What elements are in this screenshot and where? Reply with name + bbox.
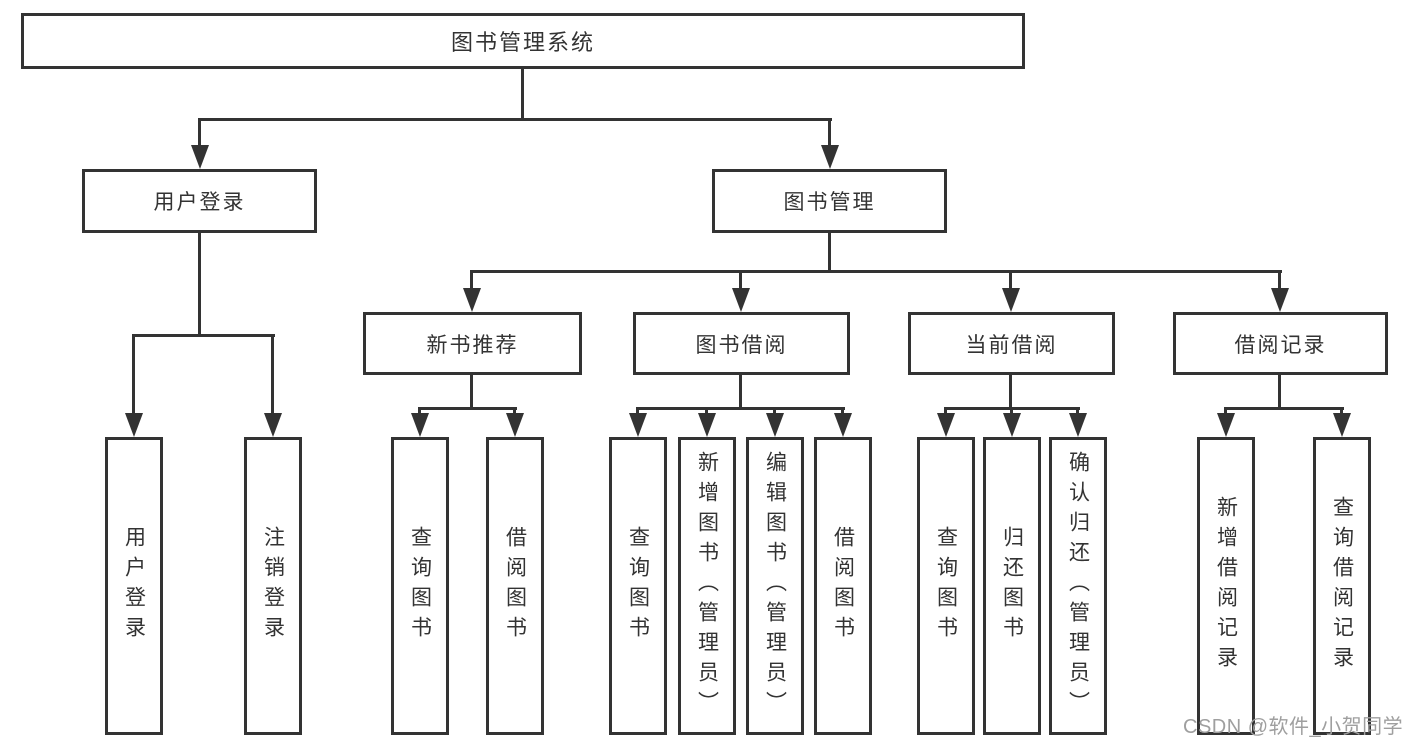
connector-currentborrow-drop-3: [1076, 407, 1079, 417]
leaf-current-confirm-return-admin-label: 确认归还（管理员）: [1066, 451, 1090, 721]
connector-bookmgmt-stem: [828, 233, 831, 272]
connector-borrowrecord-drop-1: [1224, 407, 1227, 417]
leaf-newbook-query-books-label: 查询图书: [408, 526, 432, 646]
leaf-user-login: 用户登录: [105, 437, 163, 735]
leaf-borrow-query-books: 查询图书: [609, 437, 667, 735]
connector-bookborrow-drop-4: [841, 407, 844, 417]
node-new-book-recommend: 新书推荐: [363, 312, 582, 375]
connector-borrowrecord-rail: [1224, 407, 1344, 410]
arrow-down-icon: [629, 413, 647, 437]
leaf-borrow-borrow-books-label: 借阅图书: [831, 526, 855, 646]
arrow-down-icon: [821, 145, 839, 169]
leaf-borrow-query-books-label: 查询图书: [626, 526, 650, 646]
leaf-record-query-borrow-record: 查询借阅记录: [1313, 437, 1371, 735]
node-book-management-label: 图书管理: [783, 191, 876, 214]
connector-bookborrow-stem: [739, 375, 742, 409]
connector-bookborrow-drop-2: [705, 407, 708, 417]
leaf-borrow-add-books-admin: 新增图书（管理员）: [678, 437, 736, 735]
connector-bookborrow-drop-1: [636, 407, 639, 417]
node-borrow-record: 借阅记录: [1173, 312, 1388, 375]
node-book-borrow: 图书借阅: [633, 312, 850, 375]
node-root-label: 图书管理系统: [450, 30, 595, 55]
connector-root-drop-left: [198, 118, 201, 150]
node-new-book-recommend-label: 新书推荐: [426, 333, 519, 357]
connector-bookmgmt-drop-4: [1278, 270, 1281, 290]
arrow-down-icon: [125, 413, 143, 437]
leaf-newbook-query-books: 查询图书: [391, 437, 449, 735]
connector-currentborrow-stem: [1009, 375, 1012, 409]
leaf-logout: 注销登录: [244, 437, 302, 735]
connector-userlogin-stem: [198, 233, 201, 336]
node-current-borrow: 当前借阅: [908, 312, 1115, 375]
arrow-down-icon: [834, 413, 852, 437]
node-user-login-label: 用户登录: [153, 191, 246, 214]
connector-newbook-drop-2: [513, 407, 516, 417]
leaf-borrow-edit-books-admin-label: 编辑图书（管理员）: [763, 451, 787, 721]
arrow-down-icon: [1002, 288, 1020, 312]
connector-bookmgmt-rail: [470, 270, 1282, 273]
node-user-login: 用户登录: [82, 169, 317, 233]
arrow-down-icon: [1069, 413, 1087, 437]
connector-root-drop-right: [828, 118, 831, 150]
leaf-borrow-edit-books-admin: 编辑图书（管理员）: [746, 437, 804, 735]
leaf-record-add-borrow-record: 新增借阅记录: [1197, 437, 1255, 735]
leaf-current-return-books-label: 归还图书: [1000, 526, 1024, 646]
arrow-down-icon: [1217, 413, 1235, 437]
connector-currentborrow-drop-2: [1010, 407, 1013, 417]
leaf-record-add-borrow-record-label: 新增借阅记录: [1214, 496, 1238, 676]
connector-borrowrecord-drop-2: [1340, 407, 1343, 417]
connector-userlogin-drop-1: [132, 334, 135, 415]
connector-root-stem: [521, 69, 524, 119]
connector-newbook-stem: [470, 375, 473, 409]
connector-userlogin-drop-2: [271, 334, 274, 415]
connector-bookmgmt-drop-2: [739, 270, 742, 290]
connector-root-rail: [198, 118, 832, 121]
connector-bookmgmt-drop-1: [470, 270, 473, 290]
arrow-down-icon: [1333, 413, 1351, 437]
csdn-watermark: CSDN @软件_小贺同学: [1183, 716, 1404, 738]
node-book-management: 图书管理: [712, 169, 947, 233]
leaf-borrow-add-books-admin-label: 新增图书（管理员）: [695, 451, 719, 721]
leaf-current-confirm-return-admin: 确认归还（管理员）: [1049, 437, 1107, 735]
leaf-newbook-borrow-books: 借阅图书: [486, 437, 544, 735]
connector-borrowrecord-stem: [1278, 375, 1281, 409]
leaf-current-query-books-label: 查询图书: [934, 526, 958, 646]
arrow-down-icon: [191, 145, 209, 169]
leaf-record-query-borrow-record-label: 查询借阅记录: [1330, 496, 1354, 676]
leaf-current-return-books: 归还图书: [983, 437, 1041, 735]
node-borrow-record-label: 借阅记录: [1234, 333, 1327, 357]
arrow-down-icon: [463, 288, 481, 312]
connector-bookmgmt-drop-3: [1009, 270, 1012, 290]
leaf-borrow-borrow-books: 借阅图书: [814, 437, 872, 735]
connector-newbook-rail: [418, 407, 517, 410]
connector-currentborrow-drop-1: [944, 407, 947, 417]
arrow-down-icon: [1271, 288, 1289, 312]
leaf-logout-label: 注销登录: [261, 526, 285, 646]
connector-bookborrow-drop-3: [773, 407, 776, 417]
arrow-down-icon: [411, 413, 429, 437]
arrow-down-icon: [1003, 413, 1021, 437]
arrow-down-icon: [698, 413, 716, 437]
leaf-current-query-books: 查询图书: [917, 437, 975, 735]
connector-bookborrow-rail: [636, 407, 845, 410]
arrow-down-icon: [506, 413, 524, 437]
connector-userlogin-rail: [132, 334, 275, 337]
node-root: 图书管理系统: [21, 13, 1025, 69]
arrow-down-icon: [264, 413, 282, 437]
connector-newbook-drop-1: [418, 407, 421, 417]
arrow-down-icon: [937, 413, 955, 437]
arrow-down-icon: [732, 288, 750, 312]
leaf-newbook-borrow-books-label: 借阅图书: [503, 526, 527, 646]
leaf-user-login-label: 用户登录: [122, 526, 146, 646]
node-current-borrow-label: 当前借阅: [965, 333, 1058, 357]
node-book-borrow-label: 图书借阅: [695, 333, 788, 357]
arrow-down-icon: [766, 413, 784, 437]
